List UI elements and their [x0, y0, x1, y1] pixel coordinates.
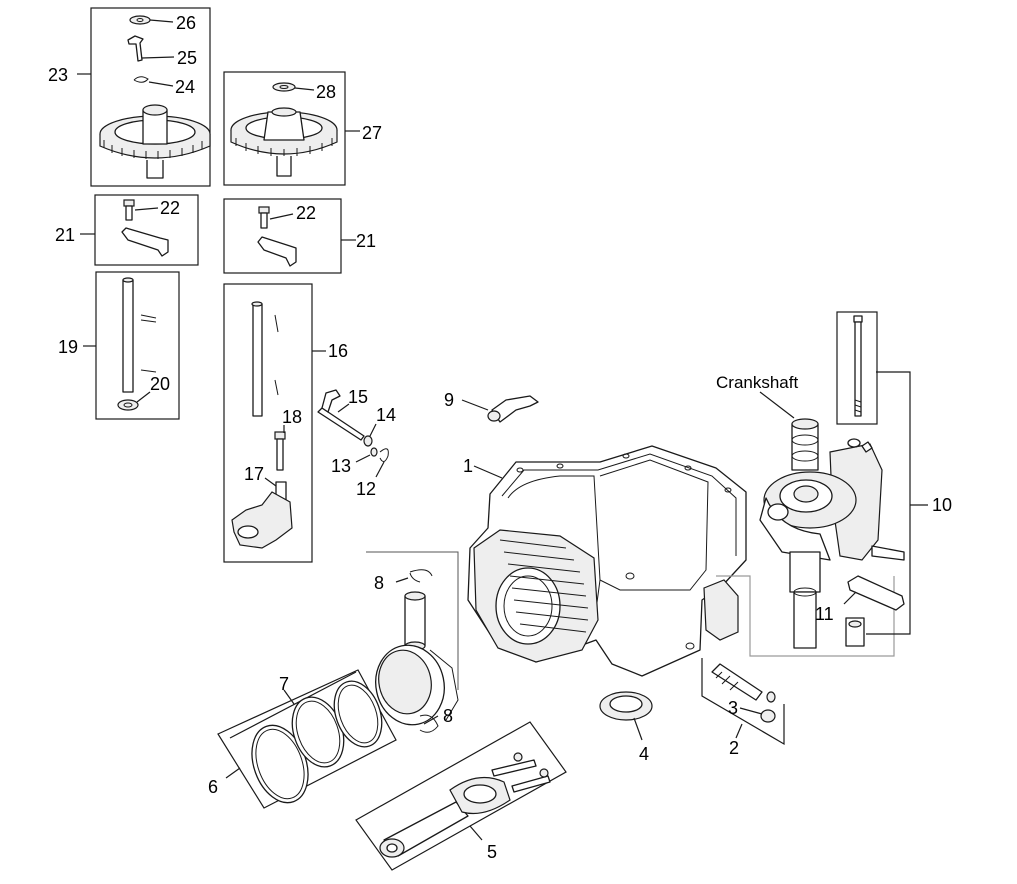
label-5: 5: [487, 842, 497, 862]
label-8-bottom: 8: [443, 706, 453, 726]
dipstick-tube-group: [701, 658, 785, 746]
group-box-bolt: [836, 311, 878, 425]
group-box-16: [223, 283, 313, 563]
cylinder-bore: [495, 567, 561, 645]
piston-group: [217, 551, 459, 809]
group-box-27: [223, 71, 346, 186]
oil-pump-housing: [231, 491, 293, 549]
group-outline-2: [701, 658, 785, 746]
crankshaft-lower: [793, 591, 817, 649]
group-box-21-right: [223, 198, 342, 274]
pump-shaft: [252, 303, 263, 417]
washer-28: [272, 82, 296, 92]
shaft-group-19: [83, 271, 180, 420]
callout-labels: 1 2 3 4 5 6 7 8 8 9 10 11 12 13 14 15 16…: [48, 13, 952, 862]
label-18: 18: [282, 407, 302, 427]
washer-13: [370, 447, 378, 457]
breather-9: [461, 395, 539, 423]
governor-shaft-19: [122, 279, 134, 393]
crankshaft-assembly: [759, 311, 928, 649]
governor-gear-assembly: [77, 7, 211, 187]
cam-gear-assembly: [223, 71, 360, 186]
crankshaft-upper: [791, 423, 819, 471]
label-4: 4: [639, 744, 649, 764]
label-16: 16: [328, 341, 348, 361]
group-box-19: [95, 271, 180, 420]
gear-lever-25: [127, 35, 144, 62]
crankshaft-group-outline: [716, 575, 895, 657]
label-26: 26: [176, 13, 196, 33]
crankcase-1: [467, 445, 747, 677]
long-bolt: [854, 321, 862, 417]
screw-18: [274, 431, 286, 440]
cross-shaft-15: [317, 407, 365, 441]
label-27: 27: [362, 123, 382, 143]
connecting-link-11: [847, 575, 905, 611]
washer-14: [363, 435, 373, 447]
piston-rings-outline: [217, 669, 397, 809]
rod-bolt-a: [491, 759, 537, 777]
shoulder-bolt-22-left: [123, 199, 135, 207]
plug-3: [760, 709, 776, 723]
label-15: 15: [348, 387, 368, 407]
group-box-23: [90, 7, 211, 187]
retaining-ring-8-bottom: [419, 714, 439, 733]
label-13: 13: [331, 456, 351, 476]
label-9: 9: [444, 390, 454, 410]
label-8-top: 8: [374, 573, 384, 593]
governor-arm-group-right: [223, 198, 356, 274]
cooling-fins: [499, 539, 589, 633]
clip-12: [379, 448, 389, 462]
label-21-left: 21: [55, 225, 75, 245]
label-3: 3: [728, 698, 738, 718]
label-21-right: 21: [356, 231, 376, 251]
governor-arm-21-right: [257, 236, 297, 267]
governor-arm-21-left: [121, 227, 169, 257]
label-2: 2: [729, 738, 739, 758]
oil-pump-group-16: [223, 283, 326, 563]
label-1: 1: [463, 456, 473, 476]
label-7: 7: [279, 674, 289, 694]
label-crankshaft: Crankshaft: [716, 373, 798, 392]
label-22-right: 22: [296, 203, 316, 223]
piston-pin: [404, 595, 426, 647]
label-11: 11: [815, 604, 834, 624]
retainer-24: [133, 76, 149, 83]
tube: [711, 663, 763, 701]
label-10: 10: [932, 495, 952, 515]
label-12: 12: [356, 479, 376, 499]
label-14: 14: [376, 405, 396, 425]
label-23: 23: [48, 65, 68, 85]
retaining-ring-8-top: [409, 569, 433, 577]
label-17: 17: [244, 464, 264, 484]
group-box-21-left: [94, 194, 199, 266]
rod-bolt-b: [511, 775, 551, 793]
pin: [140, 314, 157, 323]
label-19: 19: [58, 337, 78, 357]
connecting-rod-5: [355, 721, 567, 871]
washer-26: [129, 15, 151, 25]
cross-shaft-parts: [317, 389, 389, 478]
shoulder-bolt-22-right: [258, 206, 270, 214]
rod-group-outline: [355, 721, 567, 871]
label-6: 6: [208, 777, 218, 797]
label-20: 20: [150, 374, 170, 394]
oil-seal-4: [599, 691, 653, 741]
label-24: 24: [175, 77, 195, 97]
washer-20: [117, 399, 139, 411]
piston-group-outline: [366, 551, 459, 690]
label-28: 28: [316, 82, 336, 102]
label-22-left: 22: [160, 198, 180, 218]
governor-arm-group-left: [80, 194, 199, 266]
label-25: 25: [177, 48, 197, 68]
